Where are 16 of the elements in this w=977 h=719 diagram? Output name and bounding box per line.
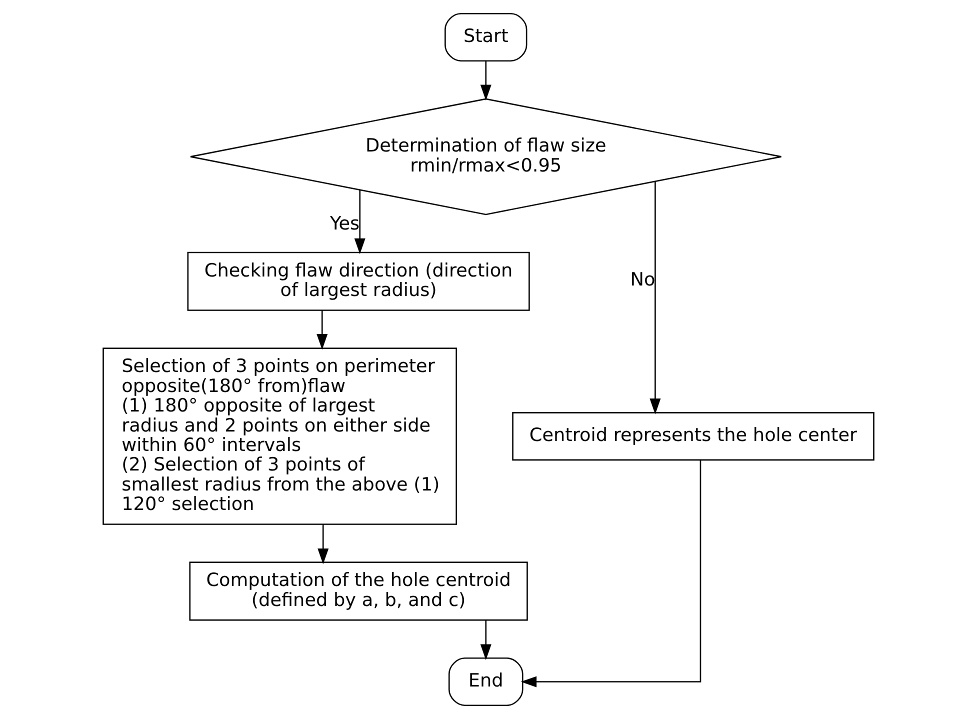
node-box: Centroid represents the hole center [512,412,874,461]
node-diamond: Determination of flaw size rmin/rmax<0.95 [190,98,782,216]
node-box: Start [444,12,528,62]
arrow [318,524,329,564]
node-box: Computation of the hole centroid (defined by a, b, and c) [189,562,528,621]
node-box: Checking flaw direction (direction of largest radius) [187,252,530,311]
arrow [316,310,328,350]
edge-label: No [630,269,656,290]
node-box: Selection of 3 points on perimeter opposite(180° from)flaw (1) 180° opposite of largest radius and 2 points on either side within 60° intervals (2) Selection of 3 points of smallest radius from the above (1) 120° selection [102,348,457,525]
node-box: End [448,657,524,706]
arrow [520,460,702,688]
arrow [354,190,366,254]
edge-label: Yes [330,213,360,234]
arrow [480,620,492,660]
arrow [480,61,492,100]
arrow [650,182,661,414]
